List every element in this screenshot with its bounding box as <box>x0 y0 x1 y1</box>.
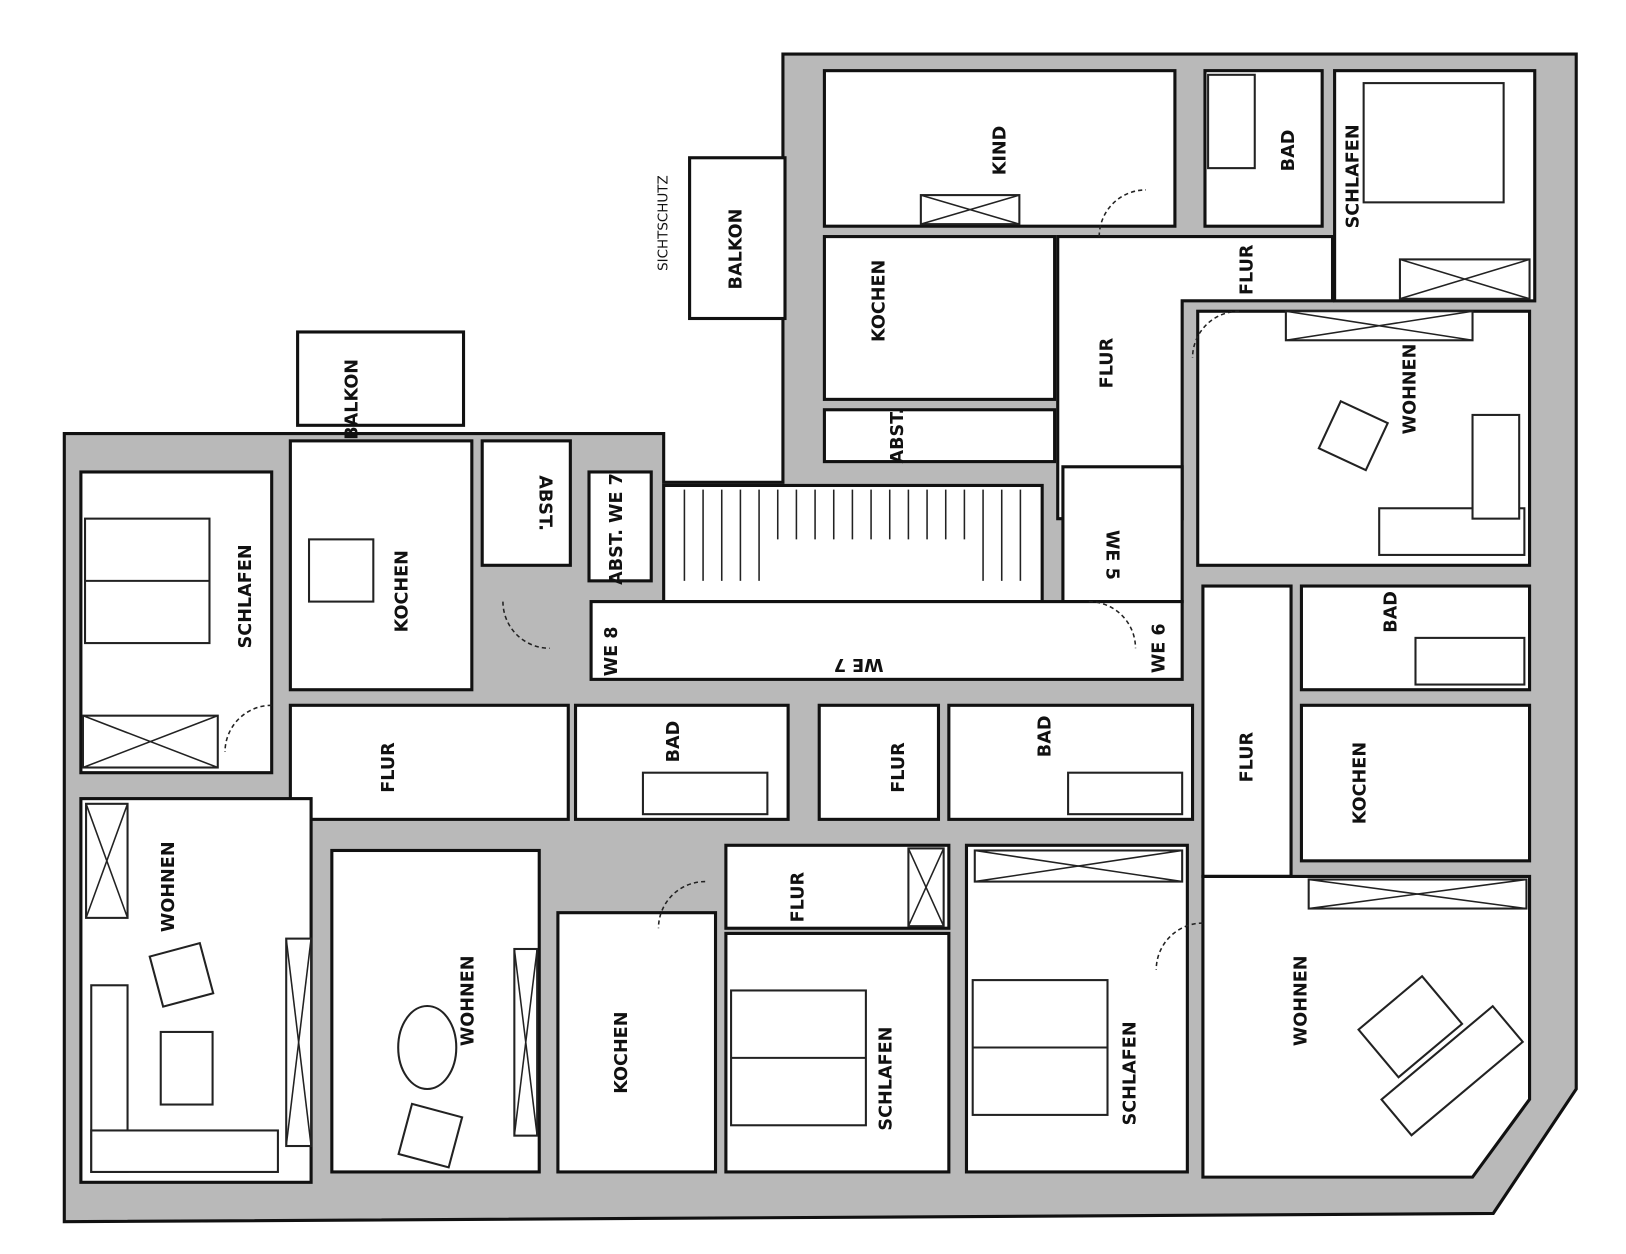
stair-treads <box>683 489 1022 581</box>
label-schlafen-left: SCHLAFEN <box>236 544 256 648</box>
label-bad-top: BAD <box>1279 130 1299 172</box>
table-icon <box>397 1004 458 1091</box>
label-wohnen-mid: WOHNEN <box>459 956 479 1047</box>
label-bad-right: BAD <box>1382 591 1402 633</box>
label-wohnen-right: WOHNEN <box>1291 956 1311 1047</box>
label-abst-top: ABST. <box>888 408 908 464</box>
label-kochen-bottom: KOCHEN <box>612 1012 632 1094</box>
label-abst-we7: ABST. WE 7 <box>607 473 627 585</box>
label-we7: WE 7 <box>834 654 884 674</box>
label-wohnen-left: WOHNEN <box>159 841 179 932</box>
balcony-top <box>688 156 787 321</box>
label-flur-right: FLUR <box>1237 731 1257 782</box>
furniture <box>81 73 1531 1173</box>
label-kind: KIND <box>991 126 1011 176</box>
room-we5-hall <box>1061 465 1184 604</box>
wardrobe-cross <box>1285 310 1473 342</box>
label-we5: WE 5 <box>1102 530 1122 580</box>
wardrobe-cross <box>907 848 945 927</box>
room-kochen-bottom <box>556 911 718 1174</box>
wardrobe-cross <box>513 948 538 1136</box>
label-balkon-top: BALKON <box>726 209 746 290</box>
landing <box>589 600 1184 681</box>
label-abst-left: ABST. <box>534 475 554 531</box>
armchair-icon <box>397 1102 464 1169</box>
sofa-icon <box>1380 1004 1525 1137</box>
room-flur-top <box>1056 235 1335 521</box>
sofa-icon <box>1471 413 1521 520</box>
sofa-icon <box>1378 507 1526 556</box>
bathtub-icon <box>1067 771 1184 816</box>
wardrobe-cross <box>974 849 1183 883</box>
label-flur-top-small: FLUR <box>1237 244 1257 295</box>
table-icon <box>159 1030 214 1106</box>
room-labels: SICHTSCHUTZ BALKON KIND BAD SCHLAFEN KOC… <box>159 124 1420 1130</box>
room-kochen-right <box>1299 703 1532 863</box>
wardrobe-cross <box>1399 258 1530 300</box>
label-schlafen-bottom-left: SCHLAFEN <box>877 1027 897 1131</box>
armchair-icon <box>148 941 215 1008</box>
wardrobe-cross <box>285 938 312 1147</box>
label-bad-center: BAD <box>1035 716 1055 758</box>
label-flur-center: FLUR <box>889 742 909 793</box>
wardrobe-icon <box>81 194 1531 1148</box>
label-flur-bottom: FLUR <box>788 871 808 922</box>
label-schlafen-top: SCHLAFEN <box>1343 124 1363 228</box>
bathtub-icon <box>1207 73 1256 170</box>
label-sichtschutz: SICHTSCHUTZ <box>656 175 672 271</box>
wardrobe-cross <box>1308 878 1527 910</box>
label-flur-left: FLUR <box>379 742 399 793</box>
room-flur-center <box>817 703 941 821</box>
bathtub-icon <box>641 771 769 816</box>
room-kochen-top <box>822 235 1057 401</box>
balcony-left <box>296 330 466 427</box>
room-flur-right <box>1201 584 1293 878</box>
label-flur-top: FLUR <box>1098 337 1118 388</box>
wardrobe-cross <box>920 194 1020 225</box>
table-icon <box>1357 974 1464 1079</box>
label-we6: WE 6 <box>1149 623 1169 673</box>
room-abst-left <box>480 439 572 567</box>
label-kochen-left: KOCHEN <box>392 550 412 632</box>
staircase <box>662 483 1044 604</box>
room-abst-top <box>822 408 1057 464</box>
sofa-icon <box>90 1129 279 1173</box>
label-kochen-right: KOCHEN <box>1351 742 1371 824</box>
label-kochen-top: KOCHEN <box>869 260 889 342</box>
table-icon <box>307 538 375 603</box>
armchair-icon <box>1317 399 1390 472</box>
bed-icon <box>1362 82 1505 204</box>
label-we8: WE 8 <box>602 626 622 676</box>
room-abst-we7 <box>587 470 653 583</box>
wardrobe-cross <box>85 803 129 919</box>
doors <box>224 189 1240 970</box>
label-schlafen-bottom-right: SCHLAFEN <box>1120 1021 1140 1125</box>
room-flur-left <box>288 703 570 821</box>
label-bad-mid-left: BAD <box>664 721 684 763</box>
label-balkon-left: BALKON <box>343 359 363 440</box>
bathtub-icon <box>1414 636 1526 686</box>
label-wohnen-top: WOHNEN <box>1400 344 1420 435</box>
wardrobe-cross <box>82 714 219 769</box>
